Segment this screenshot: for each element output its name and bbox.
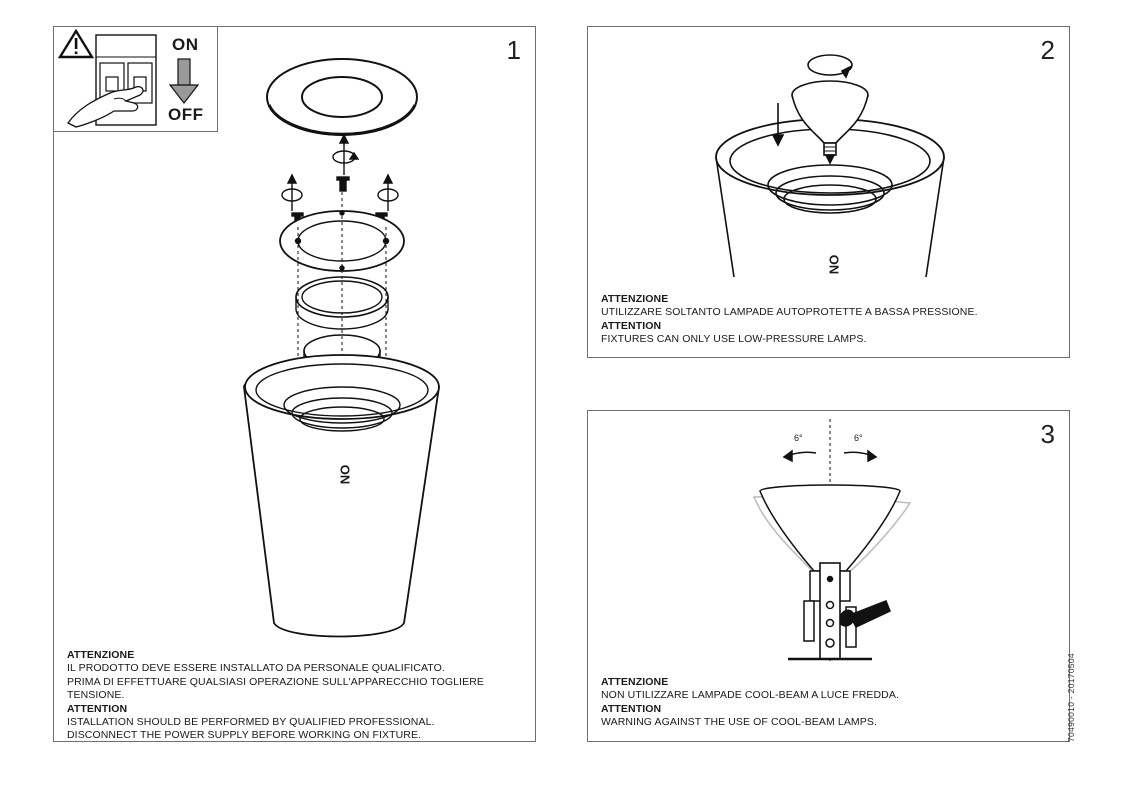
notes-it-heading: ATTENZIONE (601, 293, 669, 305)
notes-en-heading: ATTENTION (601, 319, 662, 332)
step-3-notes: ATTENZIONE NON UTILIZZARE LAMPADE COOL-B… (601, 676, 899, 730)
step-number: 1 (506, 35, 521, 65)
notes-en-line: FIXTURES CAN ONLY USE LOW-PRESSURE LAMPS… (601, 333, 867, 346)
notes-it-line: IL PRODOTTO DEVE ESSERE INSTALLATO DA PE… (67, 662, 445, 675)
rotate-icon (281, 173, 303, 211)
notes-it-heading: ATTENZIONE (67, 649, 135, 661)
switch-on-label: ON (172, 35, 199, 54)
notes-en-line: DISCONNECT THE POWER SUPPLY BEFORE WORKI… (67, 729, 422, 742)
notes-it-heading: ATTENZIONE (601, 676, 669, 688)
tilt-adjust-illustration (752, 419, 912, 661)
on-side-mark: ON (337, 464, 353, 485)
screw-icon (336, 176, 350, 192)
arrow-down-icon (771, 103, 785, 147)
warning-icon (57, 28, 95, 59)
rotate-icon (332, 133, 360, 175)
step-number: 3 (1040, 419, 1055, 449)
assembly-illustration (243, 58, 440, 638)
rotate-icon (807, 54, 853, 79)
notes-it-line: PRIMA DI EFFETTUARE QUALSIASI OPERAZIONE… (67, 675, 485, 702)
document-code: 70490010 - 20170504 (1066, 653, 1076, 742)
step-number: 2 (1040, 35, 1055, 65)
notes-it-line: UTILIZZARE SOLTANTO LAMPADE AUTOPROTETTE… (601, 306, 978, 319)
step-2-panel: 2 (587, 26, 1070, 358)
tilt-left-arrow-icon (782, 449, 817, 463)
arrow-down-icon (168, 58, 200, 104)
tilt-right-arrow-icon (843, 449, 878, 463)
notes-en-heading: ATTENTION (601, 702, 662, 715)
notes-it-line: NON UTILIZZARE LAMPADE COOL-BEAM A LUCE … (601, 689, 899, 702)
step-1-notes: ATTENZIONE IL PRODOTTO DEVE ESSERE INSTA… (67, 649, 535, 743)
pot-body (243, 354, 440, 638)
wrench-icon (839, 600, 891, 628)
power-off-warning: ON OFF (54, 27, 218, 132)
notes-en-line: ISTALLATION SHOULD BE PERFORMED BY QUALI… (67, 716, 435, 729)
spot-head (759, 484, 901, 602)
angle-right-label: 6° (854, 433, 863, 443)
breaker-switch-illustration (57, 28, 200, 128)
step-3-panel: 3 (587, 410, 1070, 742)
notes-en-heading: ATTENTION (67, 702, 128, 715)
step-2-notes: ATTENZIONE UTILIZZARE SOLTANTO LAMPADE A… (601, 293, 978, 347)
notes-en-line: WARNING AGAINST THE USE OF COOL-BEAM LAM… (601, 716, 877, 729)
lamp-insertion-illustration (715, 54, 945, 278)
cover-disc (266, 58, 418, 136)
step-1-panel: 1 ON OFF (53, 26, 536, 742)
angle-left-label: 6° (794, 433, 803, 443)
on-side-mark: ON (826, 254, 842, 275)
lamp-bulb (791, 80, 869, 165)
rotate-icon (377, 173, 399, 211)
switch-off-label: OFF (168, 105, 204, 124)
